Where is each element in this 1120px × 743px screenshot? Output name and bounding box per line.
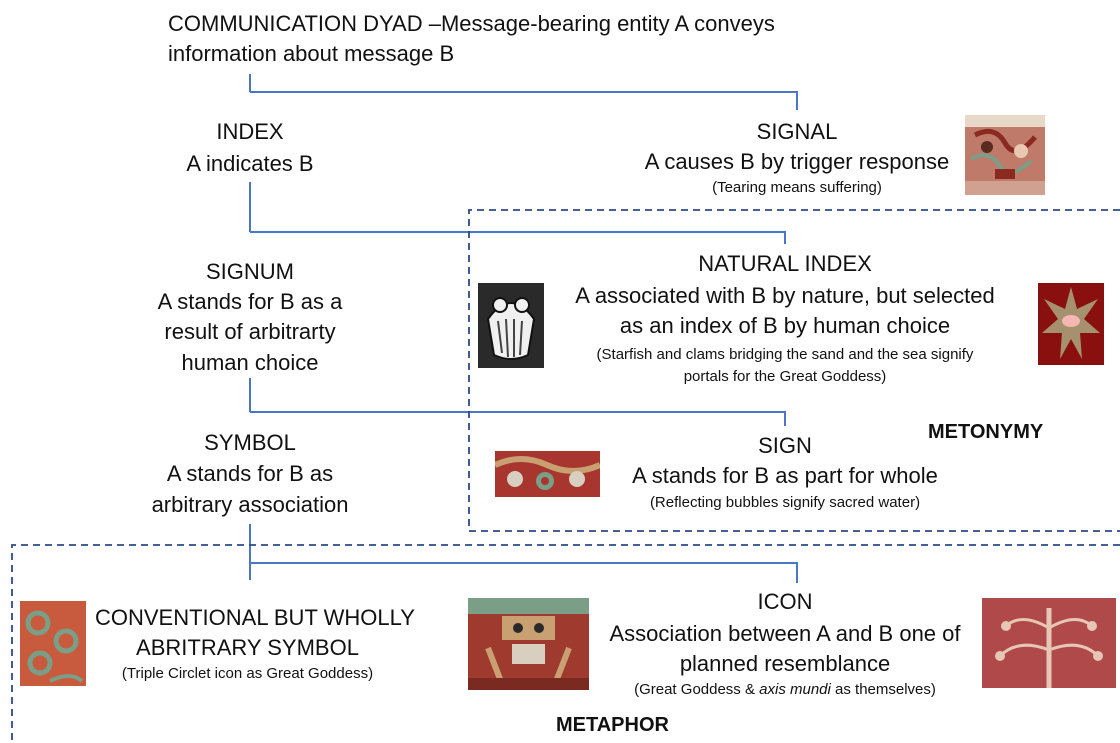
- conventional-example: (Triple Circlet icon as Great Goddess): [121, 665, 374, 682]
- metaphor-label: METAPHOR: [556, 714, 669, 736]
- mural-fragment-icon: [965, 115, 1045, 195]
- natural-index-desc-line2: as an index of B by human choice: [619, 313, 951, 338]
- sign-title: SIGN: [758, 433, 812, 458]
- natural-index-example-line1: (Starfish and clams bridging the sand an…: [596, 346, 974, 363]
- root-title: COMMUNICATION DYAD –Message-bearing enti…: [168, 11, 775, 36]
- symbol-title: SYMBOL: [204, 430, 296, 455]
- signum-desc-line3: human choice: [181, 350, 319, 375]
- clam-shell-icon: [478, 283, 544, 368]
- icon-example: (Great Goddess & axis mundi as themselve…: [575, 679, 995, 701]
- signum-desc-line2: result of arbitrarty: [164, 319, 336, 344]
- axis-mundi-mural-icon: [982, 598, 1116, 688]
- index-desc: A indicates B: [186, 151, 314, 176]
- metonymy-region-border: [468, 209, 1120, 532]
- icon-title: ICON: [757, 589, 813, 614]
- symbol-desc-line1: A stands for B as: [166, 461, 334, 486]
- signal-title: SIGNAL: [756, 119, 838, 144]
- icon-desc-line2: planned resemblance: [679, 651, 891, 676]
- symbol-desc-line2: arbitrary association: [151, 492, 349, 517]
- conventional-title-line2: ABRITRARY SYMBOL: [136, 635, 359, 660]
- icon-example-pre: (Great Goddess &: [634, 681, 760, 698]
- metaphor-region-border: [11, 544, 1120, 743]
- triple-circlet-icon: [20, 601, 86, 686]
- connector-signum-to-symbol-sign: [249, 378, 786, 426]
- starfish-icon: [1038, 283, 1104, 365]
- signal-example: (Tearing means suffering): [712, 179, 882, 196]
- signum-desc-line1: A stands for B as a: [157, 289, 343, 314]
- sign-example: (Reflecting bubbles signify sacred water…: [649, 494, 921, 511]
- index-title: INDEX: [216, 119, 284, 144]
- root-title-line2: information about message B: [168, 41, 455, 66]
- natural-index-title: NATURAL INDEX: [698, 251, 872, 276]
- connector-root-to-index-signal: [249, 74, 798, 110]
- bubble-mural-icon: [495, 451, 600, 497]
- connector-index-to-signum-natural: [249, 182, 786, 244]
- great-goddess-mural-icon: [468, 598, 589, 690]
- connector-symbol-to-conventional-icon: [249, 524, 798, 583]
- icon-desc-line1: Association between A and B one of: [609, 621, 961, 646]
- signal-desc: A causes B by trigger response: [644, 149, 950, 174]
- signum-title: SIGNUM: [206, 259, 294, 284]
- natural-index-desc-line1: A associated with B by nature, but selec…: [575, 283, 995, 308]
- metonymy-label: METONYMY: [928, 421, 1044, 443]
- conventional-title-line1: CONVENTIONAL BUT WHOLLY: [95, 605, 415, 630]
- sign-desc: A stands for B as part for whole: [632, 463, 938, 488]
- icon-example-italic: axis mundi: [759, 681, 831, 698]
- natural-index-example-line2: portals for the Great Goddess): [683, 368, 887, 385]
- icon-example-post: as themselves): [830, 681, 936, 698]
